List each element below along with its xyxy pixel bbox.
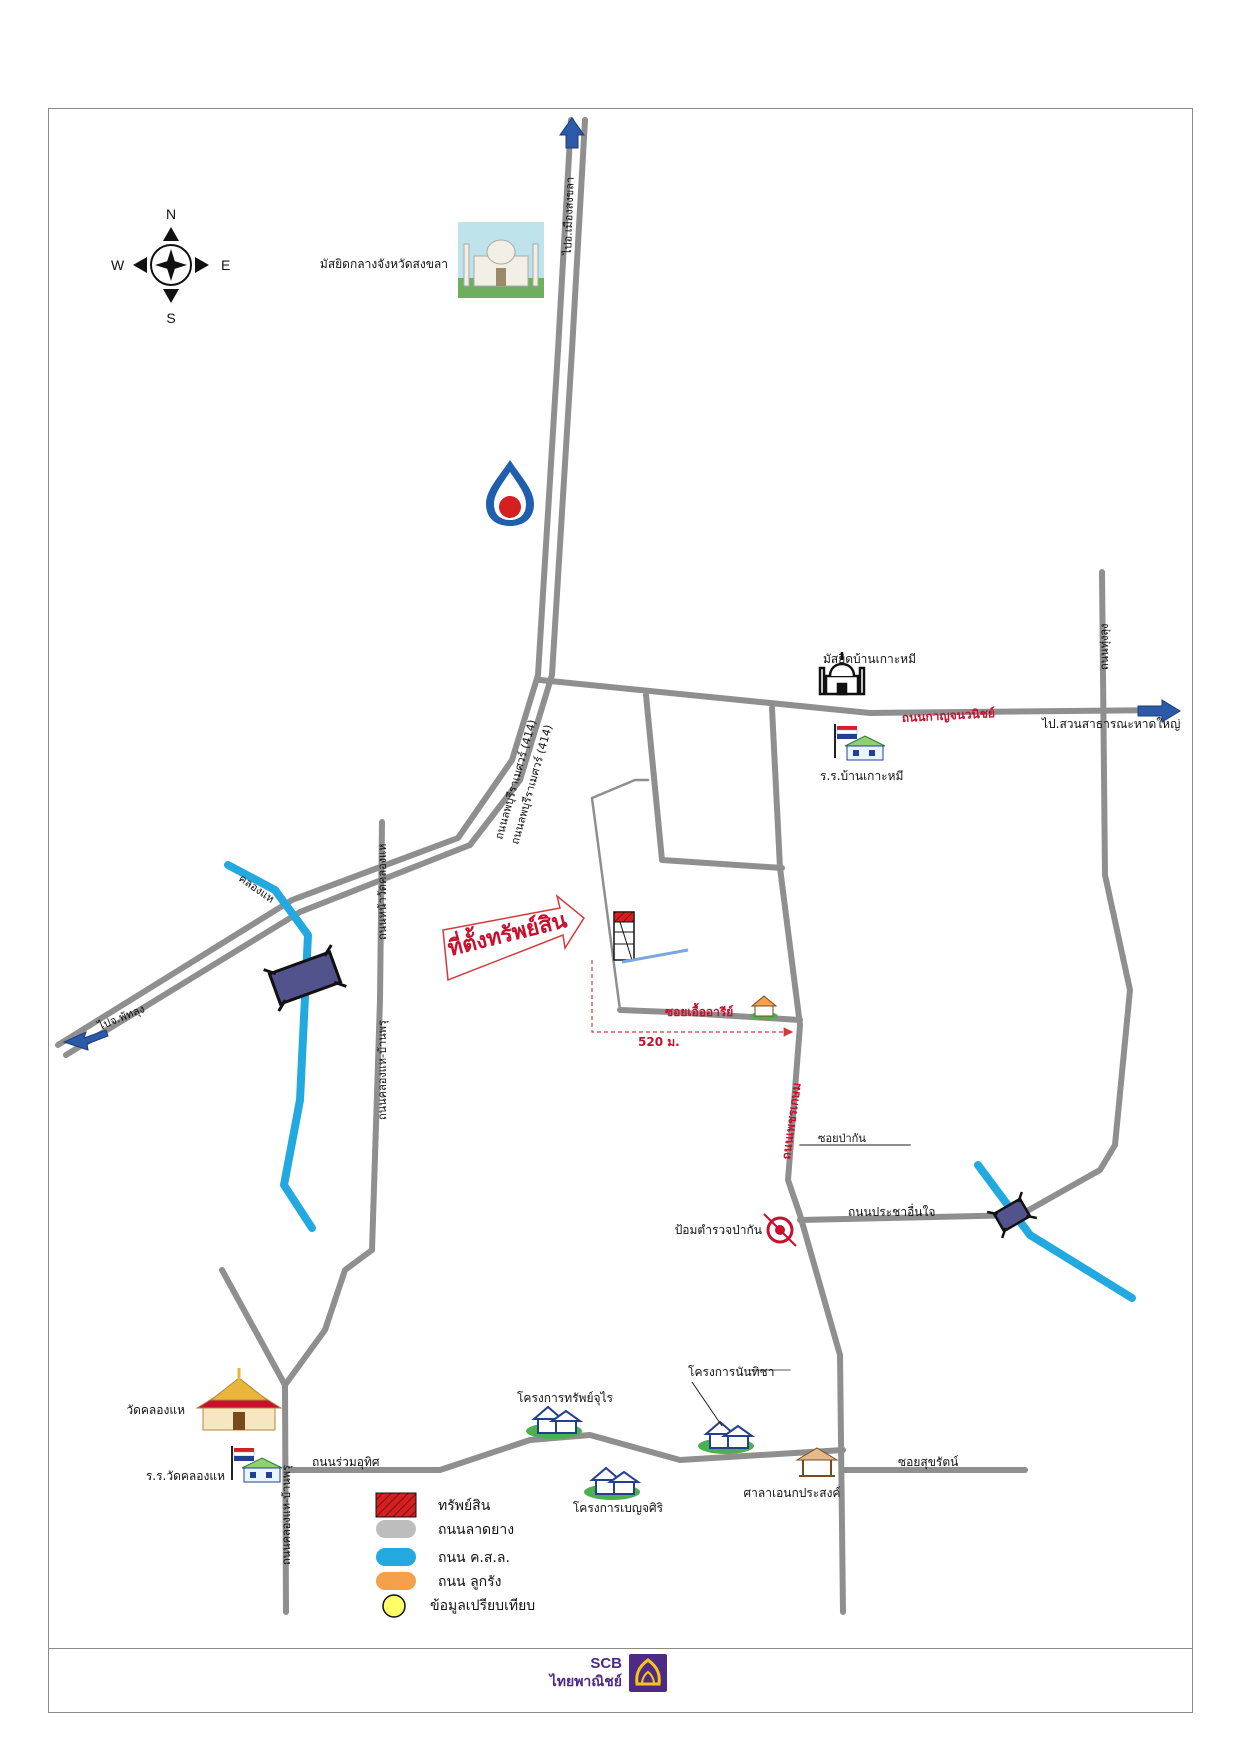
- mosque-ban-koh-mi-icon: [818, 652, 866, 696]
- road-prachauenchai: [797, 1212, 1023, 1223]
- canals: [224, 861, 1136, 1302]
- police-box-label: ป้อมตำรวจป่ากัน: [675, 1223, 762, 1237]
- legend-label-asphalt: ถนนลาดยาง: [438, 1522, 514, 1538]
- house-icon-benchasiri: [584, 1466, 642, 1500]
- ruam-uthit-label: ถนนร่วมอุทิศ: [312, 1455, 380, 1470]
- property-callout: ที่ตั้งทรัพย์สิน: [442, 893, 585, 982]
- legend-label-comparison: ข้อมูลเปรียบเทียบ: [430, 1598, 535, 1614]
- canal-east: [974, 1161, 1136, 1302]
- road-left-vertical-label-2: ถนนคลองแห-บ้านพรุ: [376, 1020, 389, 1120]
- school-wat-khlong-hae-label: ร.ร.วัดคลองแห: [146, 1469, 225, 1483]
- legend-label-property: ทรัพย์สิน: [438, 1497, 491, 1514]
- legend-swatch-property: [375, 1492, 417, 1518]
- to-public-park-label: ไป.สวนสาธารณะหาดใหญ่: [1041, 717, 1180, 731]
- footer-divider: [48, 1648, 1193, 1649]
- compass-n: N: [166, 206, 176, 222]
- school-ban-koh-mi-icon: [834, 724, 886, 761]
- koh-mi-road-label: ถนนกาญจนวนิชย์: [901, 706, 995, 725]
- road-thung-lung: [1017, 569, 1133, 1218]
- road-thung-lung-label: ถนนทุ่งลุง: [1098, 624, 1111, 670]
- project-nanthicha-label: โครงการนันทิชา: [688, 1365, 774, 1379]
- brand-th: ไทยพาณิชย์: [548, 1672, 622, 1690]
- road-property-loop: [590, 778, 650, 1012]
- police-box-icon: [763, 1213, 797, 1247]
- khlong-hae-road-bottom-label: ถนนคลองแห-บ้านพรุ: [280, 1465, 293, 1565]
- road-labels: ไปอ.เมืองสงขลา ถนนลพบุรีราเมศวร์ (414) ถ…: [95, 177, 1180, 1565]
- soi-property-label: ซอยเอื้ออารีย์: [665, 1002, 733, 1019]
- bridge-east: [986, 1191, 1038, 1239]
- legend: ทรัพย์สิน ถนนลาดยาง ถนน ค.ส.ล. ถนน ลูกรั…: [375, 1492, 535, 1618]
- house-icon-nanthicha: [698, 1420, 756, 1454]
- arrow-north-icon: [559, 117, 585, 149]
- wat-khlong-hae-label: วัดคลองแห: [126, 1403, 185, 1417]
- to-songkhla-label: ไปอ.เมืองสงขลา: [561, 177, 577, 257]
- soi-pa-kan-label: ซอยป่ากัน: [818, 1132, 866, 1145]
- legend-swatch-laterite: [376, 1572, 416, 1590]
- arrow-west-icon: [62, 1029, 109, 1051]
- road-left-vertical-label: ถนนหน้าวัดคลองแห: [376, 844, 389, 940]
- phet-kasem-label: ถนนเพชรเกษม: [779, 1082, 804, 1161]
- mosque-ban-koh-mi-label: มัสยิดบ้านเกาะหมี: [823, 652, 916, 666]
- compass-s: S: [166, 310, 175, 326]
- road-koh-mi: [537, 677, 1168, 716]
- bridge-west: [263, 944, 347, 1012]
- compass-rose: N S E W: [111, 206, 230, 326]
- legend-swatch-comparison: [382, 1594, 406, 1618]
- bridges: [263, 944, 1038, 1239]
- house-icon-sap-chu-rai: [526, 1405, 584, 1439]
- legend-label-concrete: ถนน ค.ส.ล.: [438, 1550, 510, 1566]
- sala-icon: [795, 1447, 839, 1477]
- ptt-gas-station-icon: [486, 460, 534, 526]
- compass-w: W: [111, 257, 125, 273]
- nanthicha-leader-line: [691, 1381, 723, 1427]
- school-ban-koh-mi-label: ร.ร.บ้านเกาะหมี: [820, 769, 903, 783]
- prachauenchai-label: ถนนประชาอื่นใจ: [848, 1203, 935, 1219]
- project-sap-chu-rai-label: โครงการทรัพย์จุไร: [517, 1391, 614, 1406]
- brand-en: SCB: [590, 1655, 622, 1672]
- map-frame: [48, 108, 1193, 1713]
- legend-swatch-asphalt: [376, 1520, 416, 1538]
- property-marker: [613, 911, 689, 964]
- legend-swatch-concrete: [376, 1548, 416, 1566]
- arrow-east-icon: [1137, 699, 1181, 723]
- road-diagonal-wat: [219, 1267, 288, 1388]
- legend-label-laterite: ถนน ลูกรัง: [438, 1574, 501, 1590]
- soi-sukrat-label: ซอยสุขรัตน์: [898, 1455, 958, 1470]
- scb-logo: SCB ไทยพาณิชย์: [548, 1654, 667, 1692]
- central-mosque-icon: [458, 222, 544, 298]
- central-mosque-label: มัสยิดกลางจังหวัดสงขลา: [320, 257, 448, 271]
- road-inner-2: [769, 705, 846, 1615]
- distance-indicator: 520 ม.: [591, 960, 794, 1049]
- roads: [55, 117, 1168, 1615]
- road-inner-1: [643, 692, 785, 871]
- highway-414: [55, 117, 588, 1058]
- distance-label: 520 ม.: [638, 1035, 680, 1049]
- direction-arrows: [62, 117, 1181, 1051]
- house-small-icon: [750, 995, 778, 1020]
- road-left-vertical: [282, 819, 385, 1615]
- scb-emblem-icon: [629, 1654, 667, 1692]
- temple-icon: [195, 1368, 283, 1431]
- school-wat-khlong-hae-icon: [231, 1446, 283, 1483]
- project-benchasiri-label: โครงการเบญจศิริ: [573, 1501, 664, 1515]
- compass-e: E: [221, 257, 230, 273]
- canal-khlong-hae: [224, 861, 316, 1232]
- sala-label: ศาลาเอนกประสงค์: [744, 1486, 841, 1500]
